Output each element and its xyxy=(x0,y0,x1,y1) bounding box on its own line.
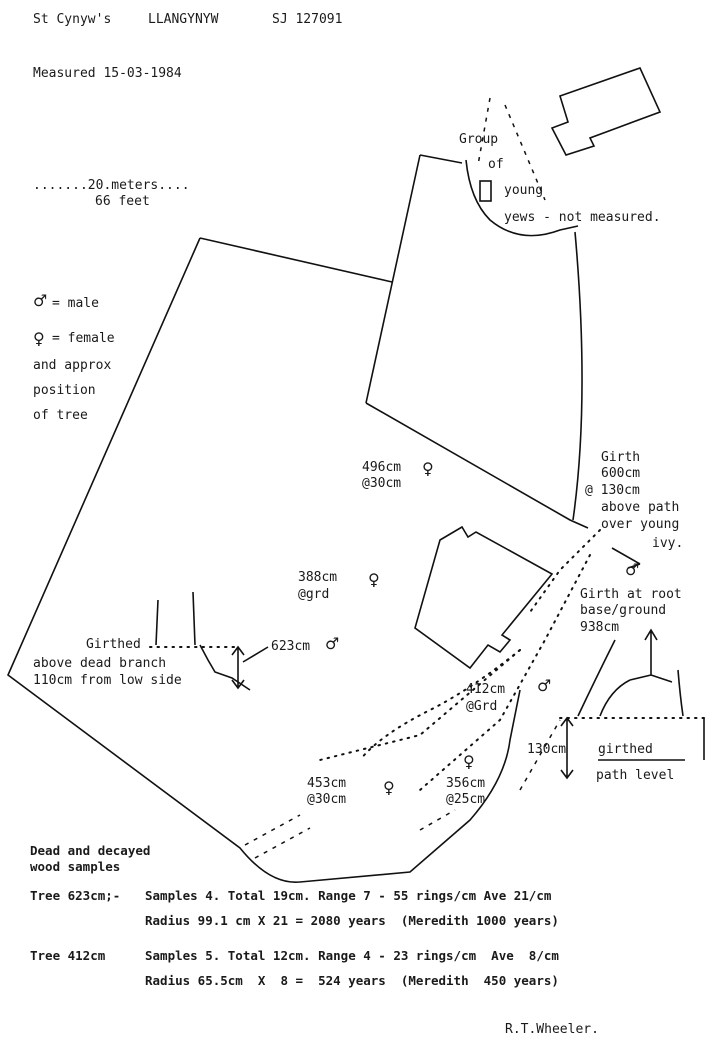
girth-600-line-5: over young xyxy=(601,517,680,532)
legend-line-4: of tree xyxy=(33,408,88,423)
legend-female-label: = female xyxy=(52,331,115,346)
notes-heading-1: Dead and decayed xyxy=(30,843,151,858)
enclosure-dashed-line xyxy=(477,97,491,166)
label-of: of xyxy=(488,157,504,172)
legend-line-2: and approx xyxy=(33,358,112,373)
girth-600-line-2: 600cm xyxy=(601,466,641,481)
path-level-label: path level xyxy=(596,768,675,783)
trunk-sketch-left xyxy=(155,599,159,646)
female-tree-356-icon: ♀ xyxy=(463,752,475,771)
measured-date: Measured 15-03-1984 xyxy=(33,66,182,81)
height-130-label: 130cm xyxy=(527,742,567,757)
label-yews: yews - not measured. xyxy=(504,210,661,225)
scale-meters: .......20.meters.... xyxy=(33,178,190,193)
girth-600-line-4: above path xyxy=(601,500,680,515)
path-dashed-se-2 xyxy=(519,719,561,791)
female-tree-453-icon: ♀ xyxy=(383,778,395,797)
north-wall xyxy=(199,237,393,283)
tree-412-radius: Radius 65.5cm X 8 = 524 years (Meredith … xyxy=(145,973,559,988)
label-group: Group xyxy=(459,132,499,147)
tree-623-radius: Radius 99.1 cm X 21 = 2080 years (Meredi… xyxy=(145,913,559,928)
girth-pointer-600 xyxy=(611,547,641,569)
path-dashed-se xyxy=(419,809,456,831)
legend-male-label: = male xyxy=(52,296,99,311)
tree-412-label: Tree 412cm xyxy=(30,948,106,963)
branch-arrows xyxy=(629,628,673,683)
small-tree-box xyxy=(479,180,492,202)
tree-623-label: Tree 623cm;- xyxy=(30,888,121,903)
tree-623-samples: Samples 4. Total 19cm. Range 7 - 55 ring… xyxy=(145,888,552,903)
root-girth-line-3: 938cm xyxy=(580,620,620,635)
churchyard-boundary xyxy=(7,237,521,883)
tree-412-samples: Samples 5. Total 12cm. Range 4 - 23 ring… xyxy=(145,948,559,963)
root-girth-line-1: Girth at root xyxy=(580,587,682,602)
root-girth-line-2: base/ground xyxy=(580,603,667,618)
girth-600-line-6: ivy. xyxy=(652,536,684,551)
girth-600-line-3: @ 130cm xyxy=(585,483,640,498)
inner-wall-top xyxy=(419,154,463,164)
tree-388-height: @grd xyxy=(298,587,330,602)
notes-heading-2: wood samples xyxy=(30,859,121,874)
girth-600-line-1: Girth xyxy=(601,450,641,465)
legend-line-3: position xyxy=(33,383,96,398)
girthed-label: Girthed xyxy=(86,637,141,652)
above-dead-branch: above dead branch xyxy=(33,656,167,671)
female-symbol-icon: ♀ xyxy=(33,329,45,348)
trunk-sketch-right xyxy=(192,591,196,646)
church-name: St Cynyw's xyxy=(33,12,112,27)
girthed-label-2: girthed xyxy=(598,742,653,757)
path-dotted-3 xyxy=(419,554,591,791)
path-dashed-sw-2 xyxy=(254,827,311,859)
height-arrow-130 xyxy=(560,716,574,780)
pointer-623 xyxy=(242,646,269,663)
tree-623-girth: 623cm xyxy=(271,639,311,654)
tree-388-girth: 388cm xyxy=(298,570,338,585)
male-tree-623-icon: ♂ xyxy=(325,634,340,653)
young-yew-enclosure xyxy=(465,159,579,237)
building-top-right xyxy=(550,67,662,156)
place-name: LLANGYNYW xyxy=(148,12,219,27)
male-tree-412-icon: ♂ xyxy=(537,676,552,695)
scale-feet: 66 feet xyxy=(95,194,150,209)
female-tree-496-icon: ♀ xyxy=(422,459,434,478)
tree-412-girth: 412cm xyxy=(466,682,506,697)
female-tree-388-icon: ♀ xyxy=(368,570,380,589)
inner-wall-west xyxy=(365,154,421,404)
grid-reference: SJ 127091 xyxy=(272,12,343,27)
trunk-sketch-r1 xyxy=(577,639,616,717)
tree-356-girth: 356cm xyxy=(446,776,486,791)
enclosure-dashed-line-2 xyxy=(504,104,546,201)
trunk-sketch-r2 xyxy=(599,679,631,717)
label-young: young xyxy=(504,183,544,198)
tree-496-height: @30cm xyxy=(362,476,402,491)
tree-453-girth: 453cm xyxy=(307,776,347,791)
inner-wall-diagonal xyxy=(365,402,589,529)
inner-wall-east xyxy=(572,231,583,521)
path-dashed-sw-1 xyxy=(244,814,301,846)
tree-496-girth: 496cm xyxy=(362,460,402,475)
male-symbol-icon: ♂ xyxy=(33,291,48,310)
path-dotted-1 xyxy=(359,649,521,761)
tree-356-height: @25cm xyxy=(446,792,486,807)
church-building xyxy=(414,525,554,670)
tree-412-height: @Grd xyxy=(466,699,498,714)
male-tree-600-icon: ♂ xyxy=(625,560,640,579)
trunk-sketch-r3 xyxy=(677,669,684,717)
tree-453-height: @30cm xyxy=(307,792,347,807)
author-signature: R.T.Wheeler. xyxy=(505,1022,599,1037)
height-arrow-623 xyxy=(231,645,245,690)
from-low-side: 110cm from low side xyxy=(33,673,182,688)
